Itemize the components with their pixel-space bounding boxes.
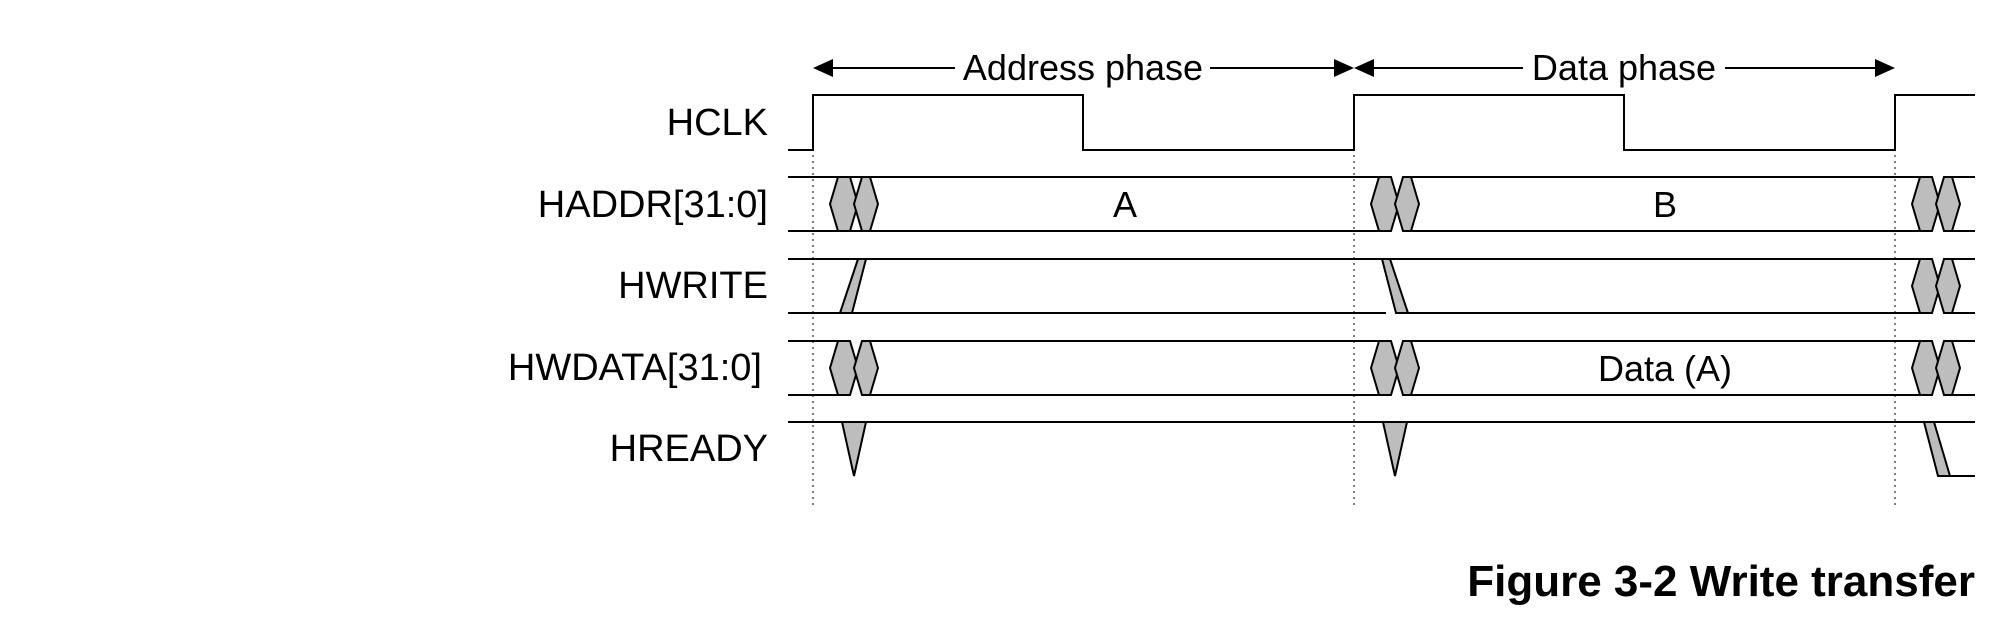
hwdata-transition-2 — [852, 340, 880, 396]
haddr-transition-2 — [852, 176, 880, 232]
arrow-right-icon — [1334, 59, 1354, 77]
arrow-left-icon — [1354, 59, 1374, 77]
haddr-value-a: A — [1113, 184, 1137, 225]
haddr-value-b: B — [1653, 184, 1677, 225]
hwdata-transition-5 — [1910, 340, 1942, 396]
hwdata-transition-6 — [1934, 340, 1962, 396]
address-phase-label: Address phase — [963, 47, 1203, 88]
hwrite-transition-end-1 — [1910, 258, 1942, 314]
arrow-right-icon — [1875, 59, 1895, 77]
hwdata-value-data-a: Data (A) — [1598, 348, 1732, 389]
haddr-transition-6 — [1934, 176, 1962, 232]
hwdata-transition-3 — [1369, 340, 1401, 396]
hwrite-waveform — [788, 258, 1975, 314]
hready-fall-transition — [1922, 421, 1952, 477]
clock-edge-guides — [812, 95, 1896, 505]
data-phase-label: Data phase — [1532, 47, 1716, 88]
hready-glitch-2 — [1381, 421, 1409, 477]
hwrite-fall-transition — [1380, 258, 1410, 314]
hwrite-transition-end-2 — [1934, 258, 1962, 314]
signal-label-hclk: HCLK — [667, 102, 768, 144]
signal-label-hwdata: HWDATA[31:0] — [508, 347, 762, 389]
signal-label-haddr: HADDR[31:0] — [538, 184, 768, 226]
haddr-transition-3 — [1369, 176, 1401, 232]
hclk-waveform — [788, 94, 1975, 151]
hready-waveform — [788, 421, 1975, 477]
signal-labels: HCLK HADDR[31:0] HWRITE HWDATA[31:0] HRE… — [508, 102, 768, 470]
haddr-waveform: A B — [788, 176, 1975, 232]
hready-glitch-1 — [840, 421, 868, 477]
haddr-transition-4 — [1393, 176, 1421, 232]
data-phase-arrow: Data phase — [1354, 47, 1895, 88]
figure-caption: Figure 3-2 Write transfer — [1467, 557, 1975, 606]
arrow-left-icon — [813, 59, 833, 77]
address-phase-arrow: Address phase — [813, 47, 1354, 88]
hwdata-waveform: Data (A) — [788, 340, 1975, 396]
hwdata-transition-1 — [828, 340, 860, 396]
hwrite-rise-transition — [838, 258, 868, 314]
haddr-transition-5 — [1910, 176, 1942, 232]
signal-label-hwrite: HWRITE — [618, 265, 768, 307]
hwdata-transition-4 — [1393, 340, 1421, 396]
signal-label-hready: HREADY — [610, 428, 768, 470]
